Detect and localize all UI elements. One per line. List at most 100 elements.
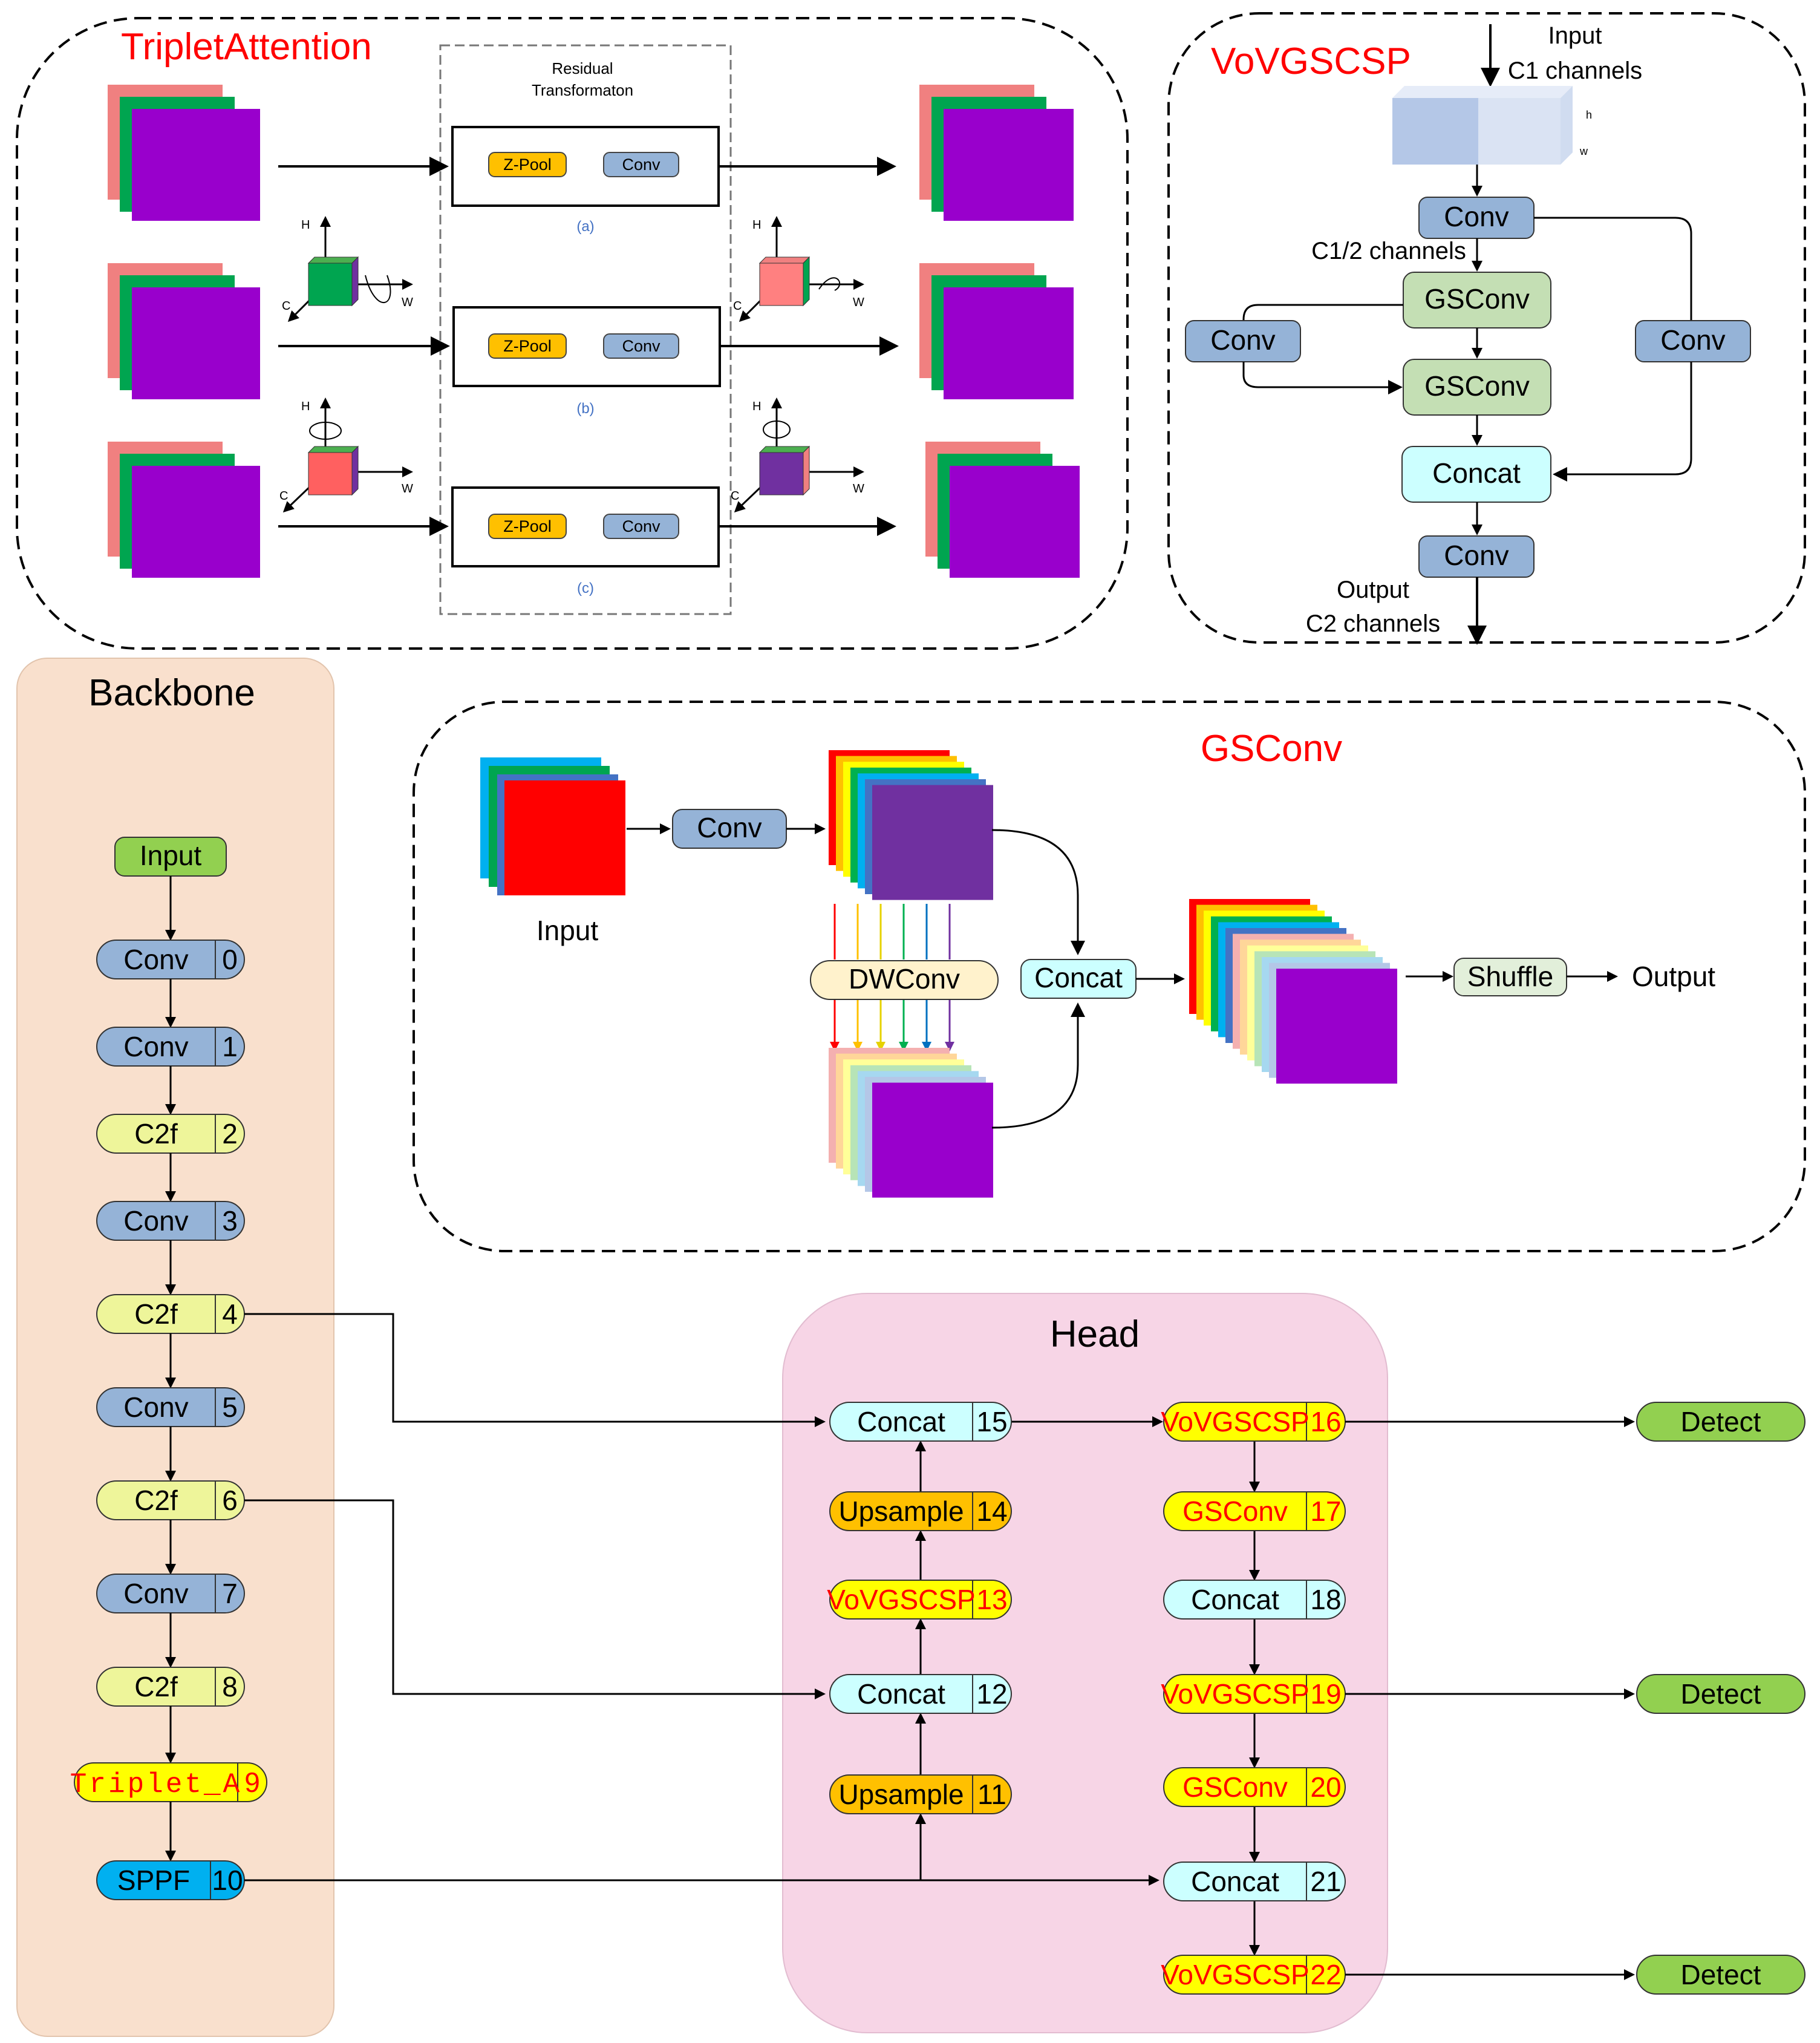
axis-h-out-b: H bbox=[752, 218, 761, 232]
backbone-node-2-label: C2f bbox=[134, 1118, 178, 1149]
head-node-16-label: VoVGSCSP bbox=[1161, 1406, 1309, 1437]
tag-b: (b) bbox=[576, 400, 594, 417]
vov-gsconv-2-label: GSConv bbox=[1424, 370, 1530, 402]
vov-conv-bottom: Conv bbox=[1418, 535, 1535, 578]
tensor-w-label: w bbox=[1579, 145, 1588, 157]
head-node-21-index: 21 bbox=[1310, 1866, 1341, 1897]
backbone-node-10-index: 10 bbox=[212, 1865, 243, 1896]
head-node-12-index: 12 bbox=[976, 1678, 1007, 1710]
triplet-row-a: Z-Pool Conv (a) bbox=[108, 85, 1074, 235]
backbone-input-label: Input bbox=[140, 840, 202, 871]
conv-output-stack bbox=[829, 750, 993, 900]
rotate-axes-in-b: H C W bbox=[282, 216, 413, 322]
head-node-19-index: 19 bbox=[1310, 1678, 1341, 1710]
triplet-panel-border bbox=[16, 17, 1129, 650]
feature-stack-out-a bbox=[919, 85, 1074, 221]
backbone-node-6: C2f 6 bbox=[96, 1480, 245, 1520]
feature-stack-out-b bbox=[919, 263, 1074, 399]
backbone-node-3-label: Conv bbox=[123, 1205, 188, 1237]
backbone-node-0-index: 0 bbox=[222, 944, 238, 975]
backbone-node-9-index: 9 bbox=[244, 1767, 260, 1798]
feature-stack-in-b bbox=[108, 263, 260, 399]
gsconv-panel-border bbox=[413, 701, 1806, 1252]
head-node-12: Concat 12 bbox=[829, 1674, 1012, 1714]
head-node-15-index: 15 bbox=[976, 1406, 1007, 1437]
conv-b bbox=[603, 333, 679, 359]
head-node-20-index: 20 bbox=[1310, 1771, 1341, 1803]
vovgscsp-panel: VoVGSCSP Input C1 channels h w Conv C1/2… bbox=[1167, 12, 1806, 645]
head-node-11-index: 11 bbox=[977, 1779, 1006, 1810]
vov-conv-top-label: Conv bbox=[1444, 201, 1509, 232]
head-node-19-label: VoVGSCSP bbox=[1161, 1678, 1309, 1710]
head-node-16-index: 16 bbox=[1310, 1406, 1341, 1437]
vov-conv-right-label: Conv bbox=[1660, 324, 1725, 356]
head-node-13-label: VoVGSCSP bbox=[827, 1584, 975, 1615]
backbone-node-1-label: Conv bbox=[123, 1031, 188, 1062]
backbone-node-1-index: 1 bbox=[222, 1031, 238, 1062]
axis-h-in-b: H bbox=[301, 218, 310, 232]
rotate-axes-in-c: H C W bbox=[279, 397, 413, 513]
backbone-node-7-label: Conv bbox=[123, 1578, 188, 1609]
gsconv-title: GSConv bbox=[1201, 728, 1342, 770]
vov-gsconv-1: GSConv bbox=[1403, 272, 1551, 329]
dwconv-output-stack bbox=[829, 1048, 993, 1198]
feature-stack-in-a bbox=[108, 85, 260, 221]
gsconv-dwconv-label: DWConv bbox=[849, 963, 960, 995]
backbone-node-3-index: 3 bbox=[222, 1205, 238, 1237]
vov-half-channels: C1/2 channels bbox=[1311, 238, 1466, 264]
input-tensor: h w bbox=[1392, 86, 1592, 165]
backbone-node-7-index: 7 bbox=[222, 1578, 238, 1609]
head-node-11-label: Upsample bbox=[838, 1779, 964, 1810]
vov-input-2: C1 channels bbox=[1508, 57, 1642, 84]
triplet-attention-panel: TripletAttention Residual Transformaton … bbox=[16, 17, 1129, 650]
detect-node-1: Detect bbox=[1636, 1402, 1805, 1442]
gsconv-input-label: Input bbox=[537, 915, 599, 946]
vov-output-2: C2 channels bbox=[1306, 610, 1440, 637]
axis-w-out-c: W bbox=[853, 482, 864, 495]
residual-label-1: Residual bbox=[552, 59, 613, 77]
axis-h-in-c: H bbox=[301, 400, 310, 413]
zpool-b bbox=[488, 333, 567, 359]
head-node-20-label: GSConv bbox=[1182, 1771, 1288, 1803]
backbone-node-9-label: Triplet_A bbox=[70, 1769, 242, 1800]
feature-stack-out-c bbox=[925, 442, 1080, 578]
vov-concat: Concat bbox=[1401, 446, 1551, 503]
backbone-node-6-label: C2f bbox=[134, 1485, 178, 1516]
backbone-node-6-index: 6 bbox=[222, 1485, 238, 1516]
detect-node-3: Detect bbox=[1636, 1955, 1805, 1995]
backbone-node-7: Conv 7 bbox=[96, 1574, 245, 1613]
conv-c-label: Conv bbox=[622, 517, 660, 535]
gsconv-input-stack bbox=[480, 757, 625, 895]
vov-concat-label: Concat bbox=[1432, 457, 1521, 489]
backbone-node-8-index: 8 bbox=[222, 1671, 238, 1702]
tag-a: (a) bbox=[576, 218, 594, 235]
gsconv-shuffle: Shuffle bbox=[1453, 958, 1567, 996]
head-bg bbox=[782, 1293, 1388, 2033]
detect-label-3: Detect bbox=[1681, 1959, 1761, 1990]
triplet-row-b: H C W Z-Pool Conv (b) H C W bbox=[108, 216, 1074, 417]
gsconv-shuffle-label: Shuffle bbox=[1467, 961, 1553, 992]
gsconv-panel: GSConv Input Conv DWConv Concat bbox=[413, 701, 1806, 1252]
backbone-node-10-label: SPPF bbox=[117, 1865, 190, 1896]
axis-w-out-b: W bbox=[853, 296, 864, 309]
axis-c-out-c: C bbox=[731, 489, 739, 503]
backbone-node-10: SPPF 10 bbox=[96, 1860, 245, 1900]
head-title: Head bbox=[1050, 1313, 1140, 1355]
vov-conv-left: Conv bbox=[1185, 320, 1301, 362]
head-node-18-index: 18 bbox=[1310, 1584, 1341, 1615]
vov-gsconv-1-label: GSConv bbox=[1424, 283, 1530, 315]
detect-label-1: Detect bbox=[1681, 1406, 1761, 1437]
head-node-12-label: Concat bbox=[857, 1678, 945, 1710]
